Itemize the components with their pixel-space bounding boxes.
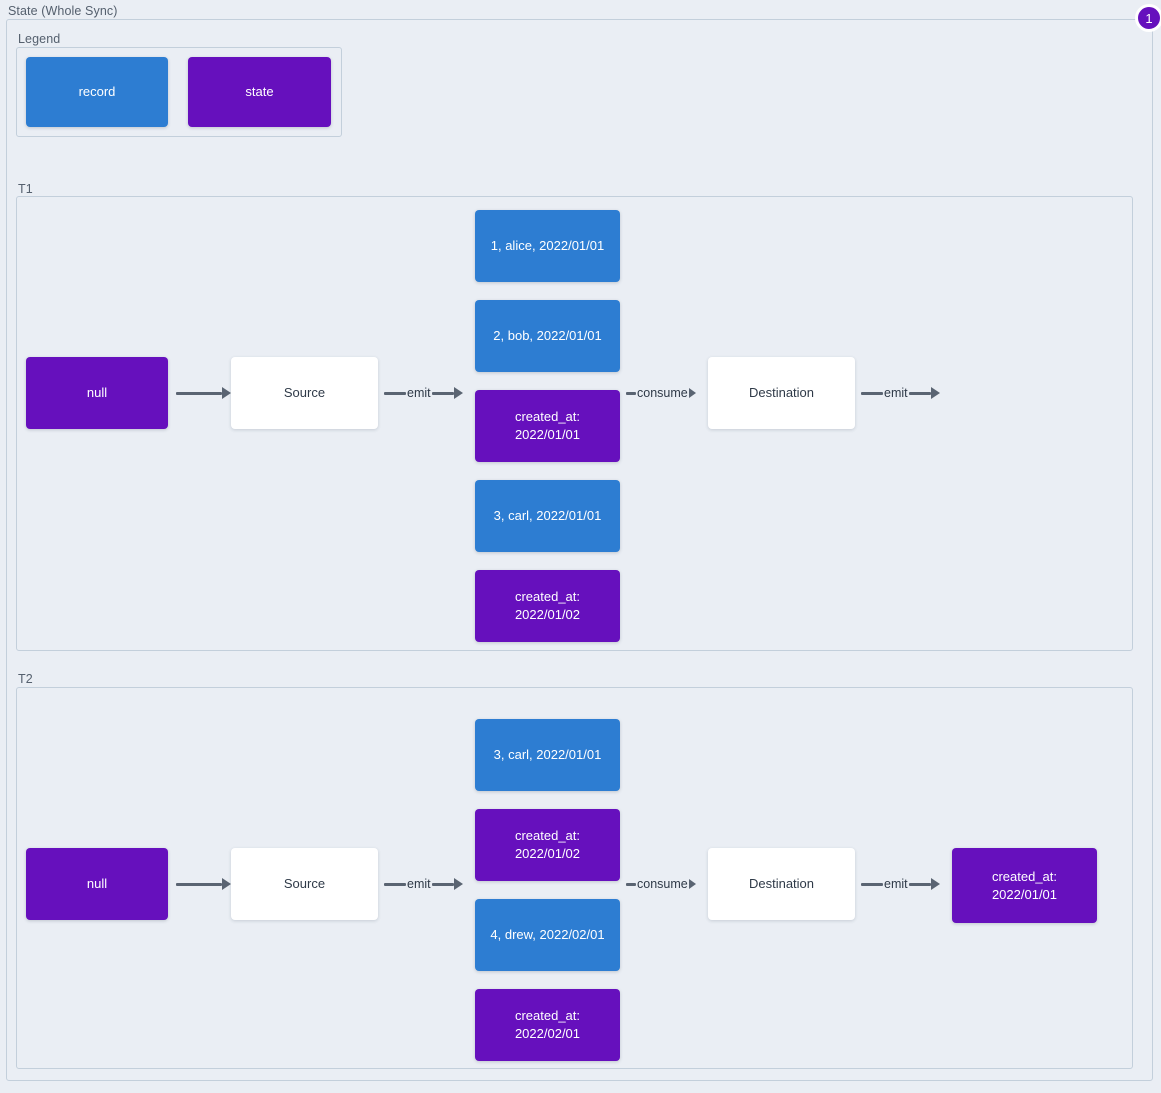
t2-edge-destination-emit: emit — [861, 874, 940, 894]
arrowhead-icon — [222, 878, 231, 890]
edge-line — [626, 391, 636, 395]
t2-stream-item-3: created_at: 2022/02/01 — [475, 989, 620, 1061]
t1-destination-node: Destination — [708, 357, 855, 429]
arrowhead-icon — [688, 879, 696, 889]
edge-line — [626, 882, 636, 886]
t2-stream-item-0: 3, carl, 2022/01/01 — [475, 719, 620, 791]
legend-swatch-state: state — [188, 57, 331, 127]
t1-edge-consume: consume — [626, 383, 696, 403]
t2-stream-item-1: created_at: 2022/01/02 — [475, 809, 620, 881]
edge-line — [908, 391, 931, 395]
legend-title: Legend — [18, 32, 61, 46]
t2-initial-state-node: null — [26, 848, 168, 920]
edge-line — [384, 391, 406, 395]
edge-line — [176, 882, 222, 886]
section-title-t2: T2 — [18, 672, 33, 686]
arrowhead-icon — [453, 878, 463, 890]
step-badge[interactable]: 1 — [1135, 4, 1161, 32]
t1-edge-destination-emit: emit — [861, 383, 940, 403]
t2-output-state-node: created_at: 2022/01/01 — [952, 848, 1097, 923]
diagram-title: State (Whole Sync) — [8, 4, 118, 18]
legend-swatch-record: record — [26, 57, 168, 127]
t2-source-node: Source — [231, 848, 378, 920]
t1-stream-item-3: 3, carl, 2022/01/01 — [475, 480, 620, 552]
t2-edge-source-emit: emit — [384, 874, 463, 894]
edge-label: emit — [407, 877, 431, 891]
arrowhead-icon — [688, 388, 696, 398]
edge-label: consume — [637, 386, 688, 400]
t1-stream-item-4: created_at: 2022/01/02 — [475, 570, 620, 642]
t1-edge-state-to-source — [176, 383, 231, 403]
edge-label: emit — [407, 386, 431, 400]
t1-stream-item-2: created_at: 2022/01/01 — [475, 390, 620, 462]
edge-label: consume — [637, 877, 688, 891]
arrowhead-icon — [930, 878, 940, 890]
edge-line — [176, 391, 222, 395]
section-title-t1: T1 — [18, 182, 33, 196]
edge-line — [431, 391, 454, 395]
edge-line — [861, 391, 883, 395]
arrowhead-icon — [222, 387, 231, 399]
arrowhead-icon — [453, 387, 463, 399]
edge-label: emit — [884, 877, 908, 891]
t2-edge-consume: consume — [626, 874, 696, 894]
edge-line — [431, 882, 454, 886]
t1-initial-state-node: null — [26, 357, 168, 429]
t2-stream-item-2: 4, drew, 2022/02/01 — [475, 899, 620, 971]
t1-source-node: Source — [231, 357, 378, 429]
t1-stream-item-1: 2, bob, 2022/01/01 — [475, 300, 620, 372]
t1-edge-source-emit: emit — [384, 383, 463, 403]
arrowhead-icon — [930, 387, 940, 399]
edge-line — [908, 882, 931, 886]
t2-destination-node: Destination — [708, 848, 855, 920]
t1-stream-item-0: 1, alice, 2022/01/01 — [475, 210, 620, 282]
edge-line — [384, 882, 406, 886]
t2-edge-state-to-source — [176, 874, 231, 894]
edge-label: emit — [884, 386, 908, 400]
edge-line — [861, 882, 883, 886]
